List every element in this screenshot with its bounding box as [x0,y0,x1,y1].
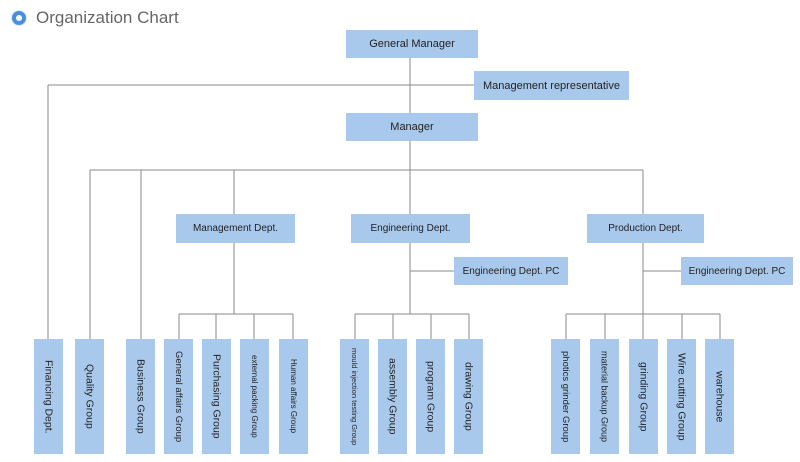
engineering-pc-node: Engineering Dept. PC [681,257,793,285]
financing-dept-node: Financing Dept. [34,339,63,454]
assembly-group-node: assembly Group [378,339,407,454]
warehouse-node: warehouse [705,339,734,454]
grinding-group-node: grinding Group [629,339,658,454]
assembly-group-label: assembly Group [386,358,399,435]
business-group-label: Business Group [134,359,147,434]
photics-grinder-group-label: photics grinder Group [560,350,571,443]
manager-node: Manager [346,113,478,141]
mould-injection-testing-group-node: mould injection testing Group [340,339,369,454]
program-group-label: program Group [424,360,437,433]
quality-group-node: Quality Group [75,339,104,454]
program-group-node: program Group [416,339,445,454]
external-packing-group-label: external packing Group [250,355,259,438]
engineering-dept-node: Engineering Dept. [351,214,470,243]
production-dept-node: Production Dept. [587,214,704,243]
wire-cutting-group-node: Wire cutting Group [667,339,696,454]
mould-injection-testing-group-label: mould injection testing Group [350,347,359,446]
chart-header: Organization Chart [12,6,179,30]
material-backup-group-label: material backup Group [599,350,610,443]
purchasing-group-node: Purchasing Group [202,339,231,454]
quality-group-label: Quality Group [83,364,96,429]
photics-grinder-group-node: photics grinder Group [551,339,580,454]
human-affairs-group-label: Human affairs Group [289,359,298,434]
drawing-group-node: drawing Group [454,339,483,454]
external-packing-group-node: external packing Group [240,339,269,454]
warehouse-label: warehouse [713,370,726,423]
purchasing-group-label: Purchasing Group [210,354,223,439]
management-dept-node: Management Dept. [176,214,295,243]
material-backup-group-node: material backup Group [590,339,619,454]
engineering-pc-node: Engineering Dept. PC [454,257,568,285]
drawing-group-label: drawing Group [462,362,475,431]
general-affairs-group-label: General affairs Group [173,350,184,443]
management-representative-node: Management representative [474,71,629,100]
human-affairs-group-node: Human affairs Group [279,339,308,454]
bullet-circle-icon [12,11,26,25]
grinding-group-label: grinding Group [637,361,650,432]
general-affairs-group-node: General affairs Group [164,339,193,454]
general-manager-node: General Manager [346,30,478,58]
financing-dept-label: Financing Dept. [42,359,55,434]
page-title: Organization Chart [36,8,179,27]
wire-cutting-group-label: Wire cutting Group [675,352,688,441]
business-group-node: Business Group [126,339,155,454]
